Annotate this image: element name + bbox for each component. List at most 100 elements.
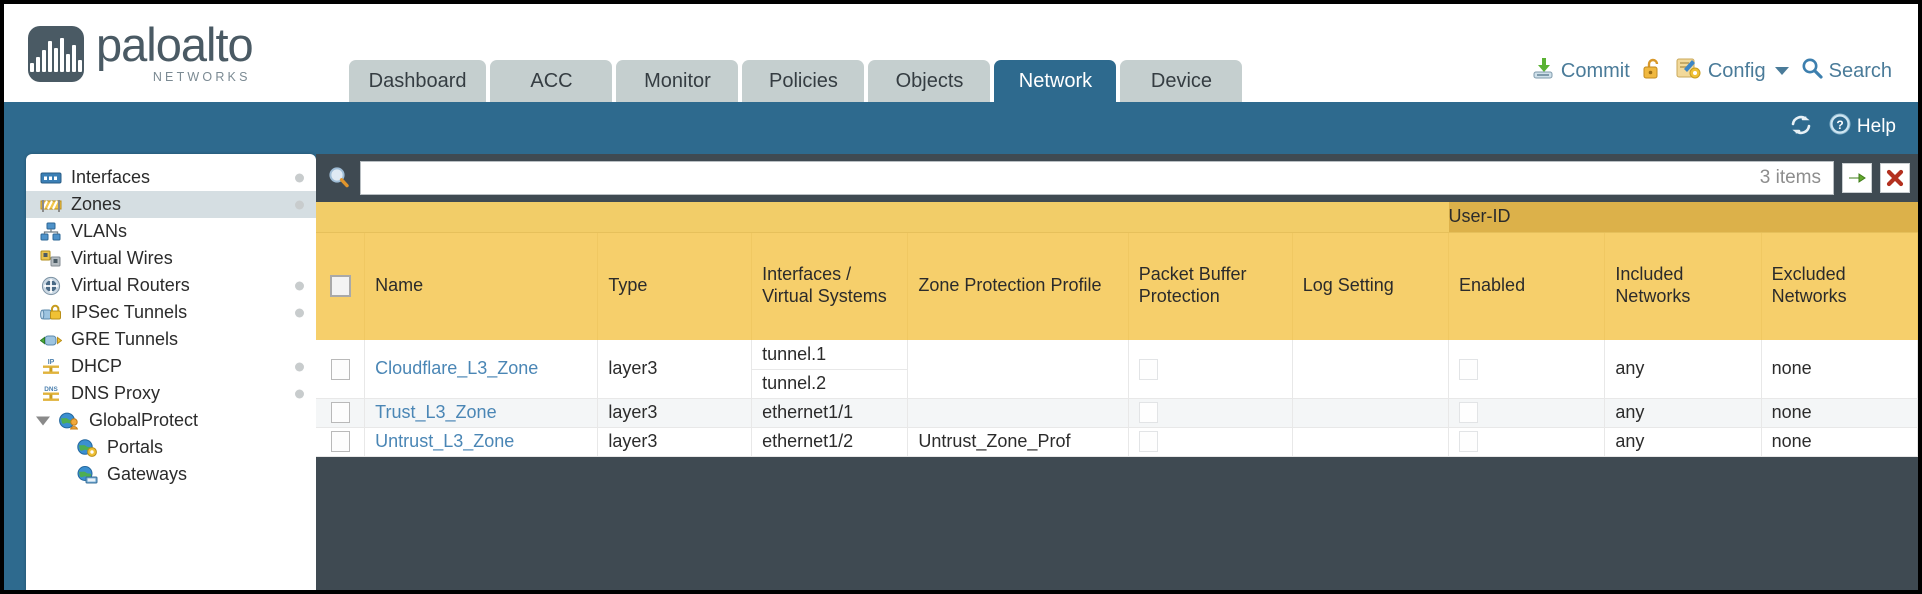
sidebar-item-gateways[interactable]: Gateways xyxy=(26,461,316,488)
clear-filter-button[interactable] xyxy=(1880,163,1910,193)
apply-filter-button[interactable] xyxy=(1842,163,1872,193)
expand-triangle-icon[interactable] xyxy=(36,416,50,425)
filter-search-icon[interactable] xyxy=(326,165,352,191)
cell-interface: ethernet1/1 xyxy=(751,398,909,428)
cell-included-networks: any xyxy=(1604,340,1762,399)
col-header-name[interactable]: Name xyxy=(364,232,599,340)
filter-bar: 3 items xyxy=(316,154,1918,202)
item-count-label: 3 items xyxy=(1759,167,1821,188)
cell-type: layer3 xyxy=(597,427,753,457)
refresh-icon[interactable] xyxy=(1788,113,1814,142)
unlock-icon[interactable] xyxy=(1642,57,1664,86)
row-select-cell[interactable] xyxy=(316,427,366,457)
search-icon xyxy=(1801,57,1823,85)
logo-bars-icon xyxy=(30,37,82,72)
sidebar-item-vlans[interactable]: VLANs xyxy=(26,218,316,245)
search-input[interactable] xyxy=(371,167,1760,189)
spacer-cell xyxy=(1292,202,1449,233)
cell-userid-enabled[interactable] xyxy=(1448,427,1606,457)
select-all-checkbox[interactable] xyxy=(329,275,351,298)
filter-input-wrap[interactable]: 3 items xyxy=(360,161,1834,195)
sidebar-label: IPSec Tunnels xyxy=(71,302,188,322)
help-label: Help xyxy=(1856,116,1896,137)
tab-monitor[interactable]: Monitor xyxy=(616,60,739,102)
cell-name[interactable]: Cloudflare_L3_Zone xyxy=(364,340,599,399)
sidebar-item-ipsec-tunnels[interactable]: IPSec Tunnels xyxy=(26,299,316,326)
help-button[interactable]: ? Help xyxy=(1828,112,1896,142)
sidebar-label: Virtual Wires xyxy=(71,248,173,268)
table-row[interactable]: Untrust_L3_Zone layer3 ethernet1/2 Untru… xyxy=(316,427,1918,457)
table-row[interactable]: Trust_L3_Zone layer3 ethernet1/1 xyxy=(316,398,1918,428)
column-header-row: Name Type Interfaces / Virtual Systems Z… xyxy=(316,232,1918,340)
sidebar-nav: Interfaces Zones xyxy=(26,154,316,590)
cell-log-setting xyxy=(1292,427,1450,457)
cell-name[interactable]: Untrust_L3_Zone xyxy=(364,427,599,457)
tab-acc[interactable]: ACC xyxy=(490,60,613,102)
cell-interface: ethernet1/2 xyxy=(751,427,909,457)
brand-tagline: NETWORKS xyxy=(152,70,251,84)
col-header-excluded-networks[interactable]: Excluded Networks xyxy=(1761,232,1918,340)
sidebar-item-virtual-routers[interactable]: Virtual Routers xyxy=(26,272,316,299)
paloalto-logo: paloalto NETWORKS xyxy=(28,22,254,84)
spacer-cell xyxy=(364,202,598,233)
select-all-header[interactable] xyxy=(316,232,366,340)
sidebar-item-portals[interactable]: Portals xyxy=(26,434,316,461)
sidebar-label: DHCP xyxy=(71,356,123,376)
tab-policies[interactable]: Policies xyxy=(742,60,865,102)
sidebar-item-dhcp[interactable]: IP DHCP xyxy=(26,353,316,380)
col-header-enabled[interactable]: Enabled xyxy=(1448,232,1606,340)
col-header-included-networks[interactable]: Included Networks xyxy=(1604,232,1762,340)
cell-userid-enabled[interactable] xyxy=(1448,398,1606,428)
userid-enabled-checkbox[interactable] xyxy=(1459,358,1479,380)
packet-buffer-protection-checkbox[interactable] xyxy=(1138,358,1158,380)
sidebar-item-dns-proxy[interactable]: DNS DNS Proxy xyxy=(26,380,316,407)
spacer-cell xyxy=(316,202,365,233)
row-select-cell[interactable] xyxy=(316,340,366,399)
search-label: Search xyxy=(1828,59,1892,82)
col-header-type[interactable]: Type xyxy=(597,232,753,340)
cell-packet-buffer-protection[interactable] xyxy=(1128,427,1293,457)
config-menu[interactable]: Config xyxy=(1676,56,1789,86)
tab-dashboard[interactable]: Dashboard xyxy=(348,60,487,102)
row-checkbox[interactable] xyxy=(330,402,350,424)
help-icon: ? xyxy=(1828,112,1852,142)
zones-table-wrap: User-ID Name Type Interfaces / Virtual S… xyxy=(316,202,1918,457)
toolbar-band: ? Help xyxy=(4,102,1918,154)
zone-name-link[interactable]: Trust_L3_Zone xyxy=(375,402,497,422)
packet-buffer-protection-checkbox[interactable] xyxy=(1138,402,1158,424)
userid-enabled-checkbox[interactable] xyxy=(1459,431,1479,453)
cell-name[interactable]: Trust_L3_Zone xyxy=(364,398,599,428)
sidebar-item-virtual-wires[interactable]: Virtual Wires xyxy=(26,245,316,272)
cell-packet-buffer-protection[interactable] xyxy=(1128,340,1293,399)
band-actions: ? Help xyxy=(1788,112,1896,142)
col-header-interfaces[interactable]: Interfaces / Virtual Systems xyxy=(751,232,909,340)
col-header-zone-protection-profile[interactable]: Zone Protection Profile xyxy=(907,232,1129,340)
userid-enabled-checkbox[interactable] xyxy=(1459,402,1479,424)
cell-packet-buffer-protection[interactable] xyxy=(1128,398,1293,428)
commit-icon xyxy=(1531,56,1555,86)
cell-userid-enabled[interactable] xyxy=(1448,340,1606,399)
sidebar-status-dot xyxy=(295,362,304,371)
sidebar-item-zones[interactable]: Zones xyxy=(26,191,316,218)
row-select-cell[interactable] xyxy=(316,398,366,428)
tab-objects[interactable]: Objects xyxy=(868,60,991,102)
search-button[interactable]: Search xyxy=(1801,57,1892,85)
col-header-packet-buffer-protection[interactable]: Packet Buffer Protection xyxy=(1128,232,1293,340)
row-checkbox[interactable] xyxy=(330,358,350,380)
table-row[interactable]: Cloudflare_L3_Zone layer3 tunnel.1 xyxy=(316,340,1918,399)
tab-network[interactable]: Network xyxy=(994,60,1117,102)
commit-button[interactable]: Commit xyxy=(1531,56,1630,86)
row-checkbox[interactable] xyxy=(330,431,350,453)
sidebar-item-interfaces[interactable]: Interfaces xyxy=(26,164,316,191)
sidebar-status-dot xyxy=(295,173,304,182)
svg-text:IP: IP xyxy=(48,359,55,366)
app-header: paloalto NETWORKS Dashboard ACC Monitor … xyxy=(4,4,1918,102)
packet-buffer-protection-checkbox[interactable] xyxy=(1138,431,1158,453)
cell-included-networks: any xyxy=(1604,427,1762,457)
sidebar-item-globalprotect[interactable]: GlobalProtect xyxy=(26,407,316,434)
zone-name-link[interactable]: Untrust_L3_Zone xyxy=(375,431,515,451)
sidebar-item-gre-tunnels[interactable]: GRE Tunnels xyxy=(26,326,316,353)
zone-name-link[interactable]: Cloudflare_L3_Zone xyxy=(375,358,539,379)
col-header-log-setting[interactable]: Log Setting xyxy=(1292,232,1450,340)
tab-device[interactable]: Device xyxy=(1120,60,1243,102)
